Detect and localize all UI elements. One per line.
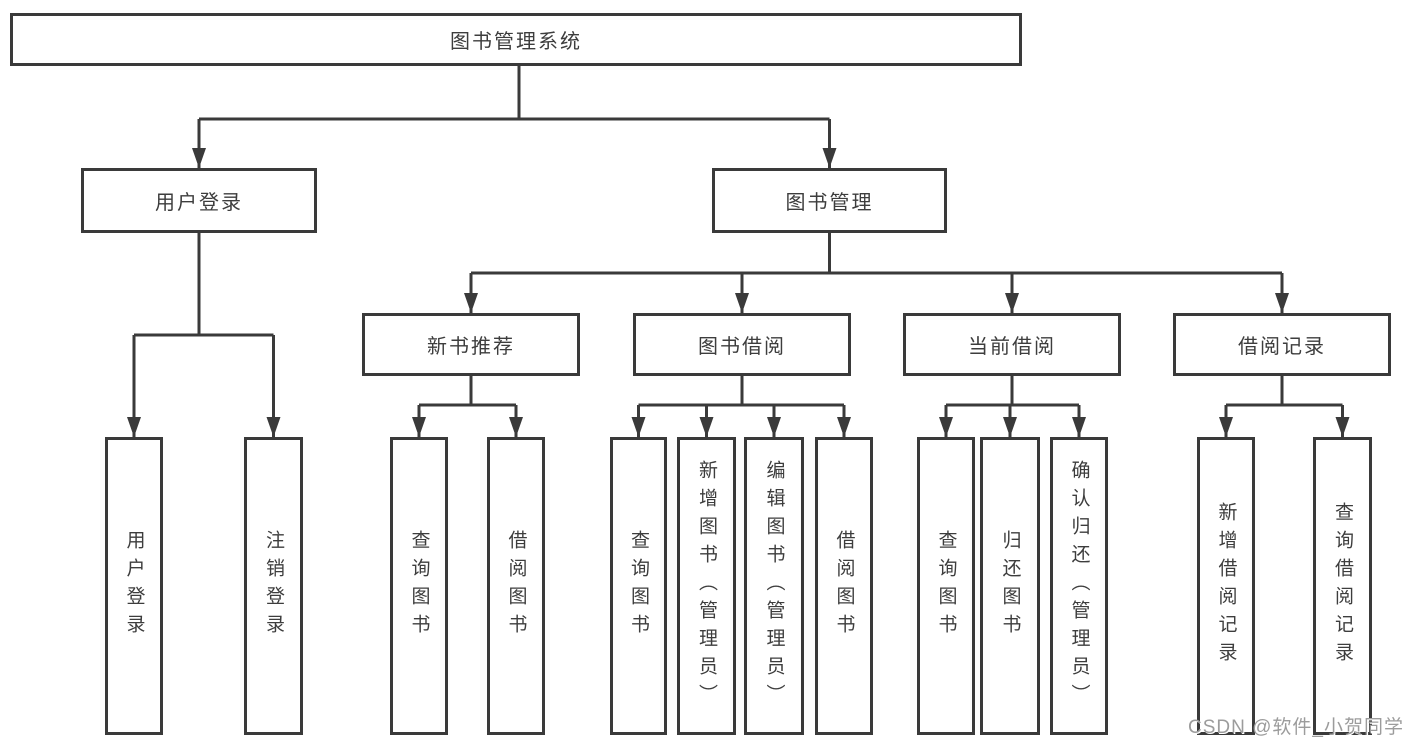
node-label: 新增借阅记录: [1215, 502, 1237, 670]
leaf-confirm-return-admin: 确认归还（管理员）: [1050, 437, 1108, 735]
node-label: 查询图书: [935, 530, 957, 642]
leaf-logout: 注销登录: [244, 437, 303, 735]
leaf-borrow-books: 借阅图书: [815, 437, 873, 735]
edge-borrow-record-children: [1219, 376, 1350, 437]
node-label: 借阅图书: [833, 530, 855, 642]
leaf-edit-books-admin: 编辑图书（管理员）: [744, 437, 804, 735]
node-label: 借阅记录: [1238, 336, 1326, 358]
node-new-book-recommend: 新书推荐: [362, 313, 580, 376]
edge-current-borrow-children: [939, 376, 1086, 437]
node-label: 查询图书: [408, 530, 430, 642]
node-label: 图书管理: [785, 192, 874, 214]
leaf-add-books-admin: 新增图书（管理员）: [677, 437, 736, 735]
node-label: 图书借阅: [698, 336, 786, 358]
edge-book-mgmt-children: [464, 233, 1289, 313]
leaf-user-login: 用户登录: [105, 437, 163, 735]
node-book-borrowing: 图书借阅: [633, 313, 851, 376]
leaf-query-books: 查询图书: [390, 437, 448, 735]
node-label: 新增图书（管理员）: [696, 460, 717, 712]
leaf-return-books: 归还图书: [980, 437, 1040, 735]
node-borrowing-records: 借阅记录: [1173, 313, 1391, 376]
node-current-borrowing: 当前借阅: [903, 313, 1121, 376]
node-label: 当前借阅: [968, 336, 1056, 358]
edge-title-to-level2: [192, 66, 837, 168]
node-label: 注销登录: [263, 530, 284, 642]
node-label: 用户登录: [123, 530, 145, 642]
node-label: 确认归还（管理员）: [1068, 460, 1090, 712]
node-label: 编辑图书（管理员）: [763, 460, 785, 712]
leaf-add-borrow-record: 新增借阅记录: [1197, 437, 1255, 735]
edge-new-book-children: [412, 376, 523, 437]
node-label: 新书推荐: [427, 336, 515, 358]
node-label: 用户登录: [155, 192, 243, 214]
node-label: 归还图书: [999, 530, 1021, 642]
csdn-watermark: CSDN @软件_小贺同学: [1188, 717, 1404, 738]
node-label: 图书管理系统: [450, 31, 582, 53]
edge-user-login-children: [127, 233, 281, 437]
node-system-title: 图书管理系统: [10, 13, 1022, 66]
node-book-management: 图书管理: [712, 168, 947, 233]
node-label: 查询图书: [628, 530, 649, 642]
node-label: 借阅图书: [505, 530, 527, 642]
edge-book-borrow-children: [631, 376, 851, 437]
leaf-borrow-books: 借阅图书: [487, 437, 545, 735]
leaf-query-books: 查询图书: [610, 437, 667, 735]
leaf-query-books: 查询图书: [917, 437, 975, 735]
node-label: 查询借阅记录: [1332, 502, 1353, 670]
node-user-login: 用户登录: [81, 168, 317, 233]
leaf-query-borrow-record: 查询借阅记录: [1313, 437, 1372, 735]
